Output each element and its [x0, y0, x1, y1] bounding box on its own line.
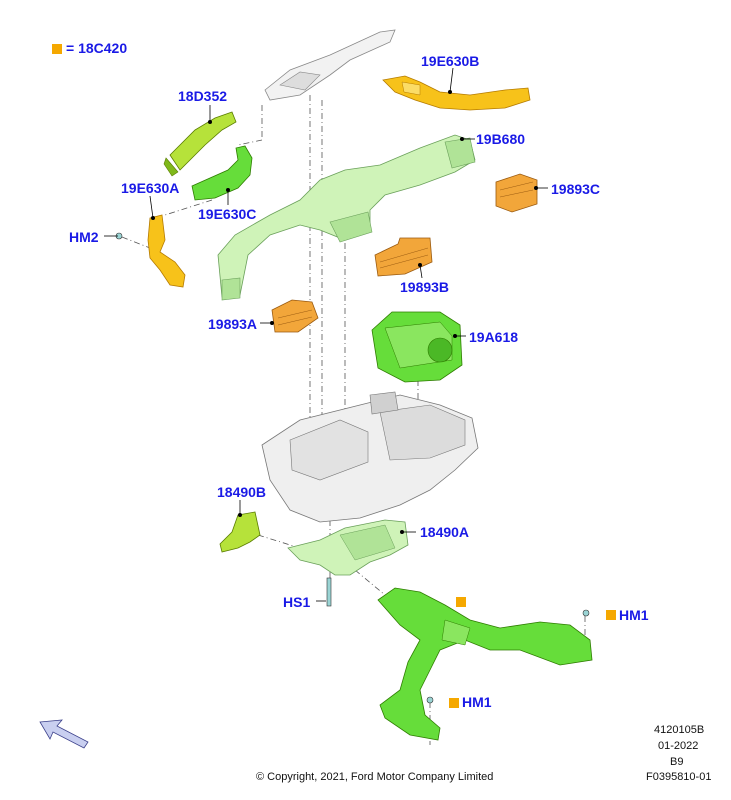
callout-18490A: 18490A	[420, 524, 470, 540]
callout-HM1-lower: HM1	[462, 694, 492, 710]
figure-id: F0395810-01	[646, 771, 712, 783]
hs1-fastener	[326, 577, 332, 607]
leader-dots	[151, 90, 538, 534]
callout-19E630C: 19E630C	[198, 206, 257, 222]
copyright-text: © Copyright, 2021, Ford Motor Company Li…	[256, 771, 494, 783]
square-marker-icon	[52, 44, 62, 54]
callout-19A618: 19A618	[469, 329, 519, 345]
callout-19E630B: 19E630B	[421, 53, 480, 69]
hvac-housing-part	[261, 391, 479, 523]
vent-19893B-part	[374, 237, 433, 277]
callout-HM2: HM2	[69, 229, 99, 245]
front-direction-arrow-icon	[39, 719, 89, 749]
duct-18D352-part	[163, 111, 237, 177]
duct-19E630B-part	[382, 75, 531, 111]
ref-number: 4120105B	[654, 724, 705, 736]
date-text: 01-2022	[658, 740, 699, 752]
callout-18D352: 18D352	[178, 88, 228, 104]
square-marker-icon	[449, 698, 459, 708]
callout-HS1: HS1	[283, 594, 311, 610]
duct-18490A-part	[287, 519, 409, 576]
callout-HM1-upper: HM1	[619, 607, 649, 623]
callout-19893C: 19893C	[551, 181, 601, 197]
duct-19B680-part	[217, 134, 476, 301]
duct-19E630A-part	[147, 214, 186, 288]
square-marker-icon	[606, 610, 616, 620]
callout-19E630A: 19E630A	[121, 180, 180, 196]
callout-19B680: 19B680	[476, 131, 526, 147]
callout-18490B: 18490B	[217, 484, 267, 500]
hm1-fastener-lower	[426, 696, 434, 704]
blower-19A618-part	[371, 311, 463, 383]
callout-19893A: 19893A	[208, 316, 258, 332]
revision-text: B9	[670, 756, 684, 768]
square-marker-icon	[456, 597, 466, 607]
hm1-fastener-upper	[582, 609, 590, 617]
callout-19893B: 19893B	[400, 279, 450, 295]
dashboard-frame-part	[264, 29, 396, 101]
legend-text: = 18C420	[66, 40, 128, 56]
duct-18490B-part	[219, 511, 261, 553]
vent-19893C-part	[495, 173, 538, 213]
floor-duct-part	[377, 587, 593, 741]
vent-19893A-part	[271, 299, 319, 333]
duct-19E630C-part	[191, 145, 253, 201]
